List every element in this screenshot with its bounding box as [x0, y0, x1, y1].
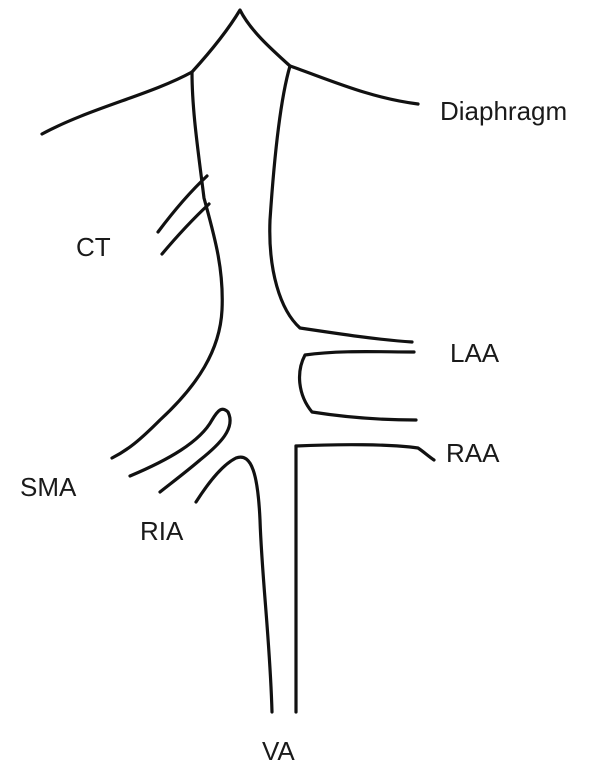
aorta-right-wall — [270, 66, 412, 342]
label-ct: CT — [76, 232, 111, 262]
celiac-trunk-upper-wall — [158, 176, 207, 232]
celiac-trunk-lower-wall — [162, 204, 209, 254]
label-ria: RIA — [140, 516, 184, 546]
aorta-left-wall — [112, 72, 222, 458]
laa-lower-wall — [300, 352, 416, 420]
diaphragm-right-curve — [290, 66, 418, 104]
label-laa: LAA — [450, 338, 500, 368]
label-diaphragm: Diaphragm — [440, 96, 567, 126]
ria-va-left-wall — [196, 457, 272, 712]
raa-upper-wall — [296, 445, 434, 460]
label-va: VA — [262, 736, 295, 766]
label-sma: SMA — [20, 472, 77, 502]
diaphragm-outline — [42, 10, 418, 134]
sma-loop — [130, 409, 230, 492]
diaphragm-left-curve — [42, 72, 192, 134]
diaphragm-peak — [192, 10, 290, 72]
label-raa: RAA — [446, 438, 500, 468]
